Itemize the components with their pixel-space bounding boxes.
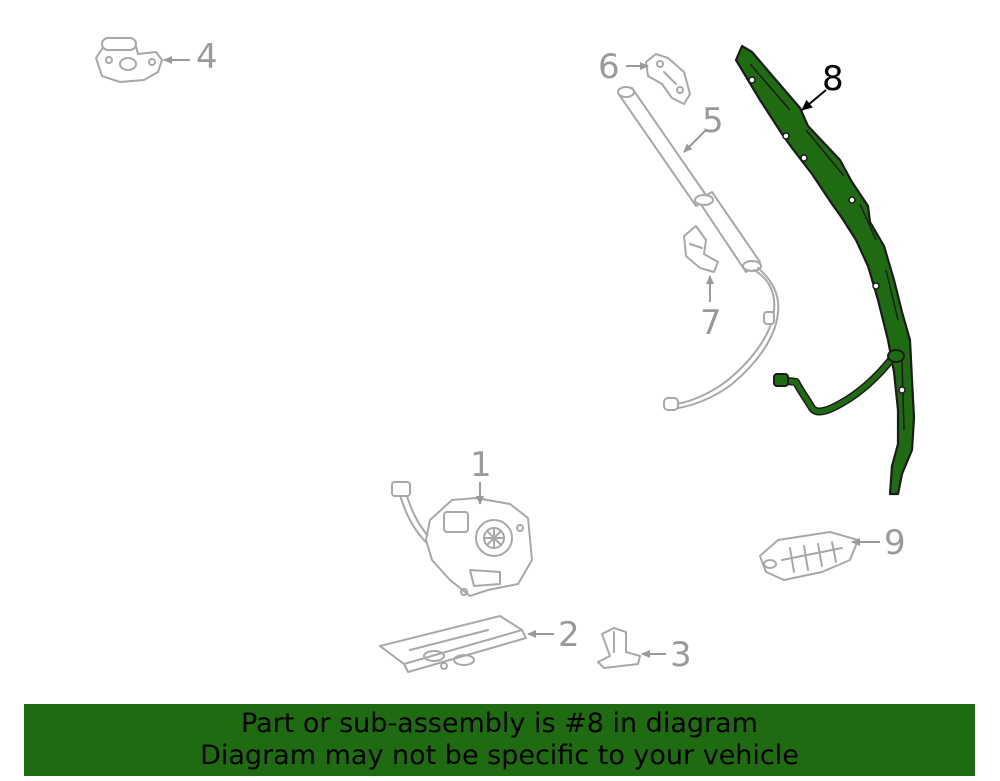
part-4-hinge-bracket[interactable] — [95, 37, 163, 83]
callout-8[interactable]: 8 — [822, 59, 844, 99]
info-banner-background — [24, 704, 975, 776]
banner-line-2: Diagram may not be specific to your vehi… — [200, 740, 799, 771]
part-6-bracket[interactable] — [645, 53, 691, 105]
part-3-clip-bracket[interactable] — [597, 627, 641, 669]
info-banner: Part or sub-assembly is #8 in diagram Di… — [24, 704, 975, 776]
callout-5[interactable]: 5 — [702, 101, 724, 141]
callout-3[interactable]: 3 — [670, 635, 692, 675]
banner-line-1: Part or sub-assembly is #8 in diagram — [241, 708, 758, 739]
part-5-strut-actuator[interactable] — [617, 86, 780, 411]
part-1-motor-assembly[interactable] — [391, 481, 533, 597]
leader-8 — [801, 89, 827, 111]
leader-5 — [683, 129, 707, 153]
part-9-handle-switch[interactable] — [759, 531, 859, 581]
part-2-bezel-plate[interactable] — [379, 615, 527, 673]
callout-4[interactable]: 4 — [196, 37, 218, 77]
callout-7[interactable]: 7 — [700, 303, 722, 343]
callout-9[interactable]: 9 — [884, 523, 906, 563]
callout-2[interactable]: 2 — [558, 615, 580, 655]
callout-1[interactable]: 1 — [470, 445, 492, 485]
callout-6[interactable]: 6 — [598, 47, 620, 87]
part-7-clip[interactable] — [683, 225, 719, 273]
part-8-highlighted[interactable] — [734, 44, 916, 496]
